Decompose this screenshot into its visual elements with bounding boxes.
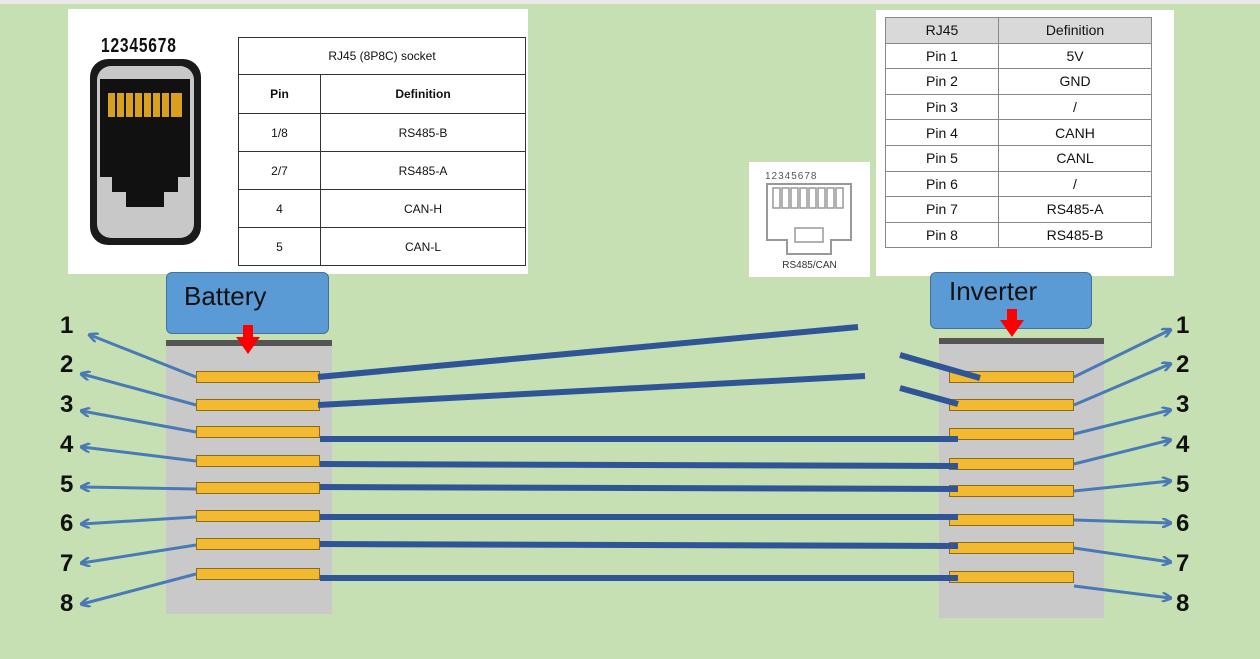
port-label: RS485/CAN (782, 260, 837, 271)
left-pin-number: 8 (60, 590, 74, 617)
inverter-label-box: Inverter (930, 272, 1092, 329)
cell-definition: RS485-B (320, 113, 526, 152)
left-arrow-3 (82, 411, 197, 434)
wire-2-stub-right (899, 385, 959, 407)
right-arrow-6 (1073, 520, 1170, 523)
right-pin-number: 3 (1176, 391, 1190, 418)
cell-pin: 5 (238, 227, 321, 266)
table-caption: RJ45 (8P8C) socket (238, 37, 526, 75)
left-pin-number: 5 (60, 471, 74, 498)
cell-definition: CAN-L (320, 227, 526, 266)
battery-contact-8 (196, 568, 320, 580)
port-pin-numbers: 12345678 (765, 171, 818, 182)
battery-contact-3 (196, 426, 320, 438)
rj45-port-icon (766, 183, 852, 255)
inverter-marker-icon (1000, 309, 1024, 337)
table-row: 4 CAN-H (238, 189, 526, 228)
battery-rj45-panel: 12345678 RJ45 (8P8C) socket Pin Definiti… (68, 9, 528, 274)
battery-label-box: Battery (166, 272, 329, 334)
right-pin-number: 6 (1176, 510, 1190, 537)
header-definition: Definition (998, 17, 1152, 44)
wire-4 (319, 461, 959, 469)
right-arrow-2 (1073, 364, 1170, 407)
right-pin-number: 2 (1176, 351, 1190, 378)
rj45-socket-icon (90, 59, 201, 245)
jack-pin-numbers: 12345678 (101, 35, 177, 57)
right-arrow-1 (1073, 330, 1170, 379)
wire-2-stub-left (317, 373, 866, 408)
battery-pin-table: RJ45 (8P8C) socket Pin Definition 1/8 RS… (238, 37, 526, 266)
cell-definition: RS485-A (998, 196, 1152, 223)
cell-pin: Pin 8 (885, 221, 999, 249)
right-pin-number: 8 (1176, 590, 1190, 617)
inverter-label: Inverter (949, 276, 1038, 306)
left-pin-number: 3 (60, 391, 74, 418)
table-row: 1/8 RS485-B (238, 113, 526, 152)
table-row: 5 CAN-L (238, 227, 526, 266)
inverter-contact-3 (949, 428, 1074, 440)
right-arrow-3 (1073, 410, 1170, 436)
cell-pin: Pin 5 (885, 144, 999, 172)
cell-pin: 1/8 (238, 113, 321, 152)
left-arrow-2 (82, 374, 197, 407)
cell-definition: RS485-B (998, 221, 1152, 249)
battery-label: Battery (184, 281, 267, 311)
left-pin-number: 1 (60, 312, 74, 339)
left-arrow-6 (82, 515, 197, 524)
inverter-contact-1 (949, 371, 1074, 383)
right-pin-number: 4 (1176, 431, 1190, 458)
table-row: 2/7 RS485-A (238, 151, 526, 190)
right-arrow-5 (1073, 481, 1170, 493)
left-arrow-8 (82, 572, 197, 604)
battery-contact-5 (196, 482, 320, 494)
left-arrow-1 (90, 335, 197, 379)
left-pin-number: 4 (60, 431, 74, 458)
inverter-connector-block (939, 338, 1104, 618)
right-arrow-7 (1073, 546, 1170, 562)
cell-definition: RS485-A (320, 151, 526, 190)
battery-connector-block (166, 340, 332, 614)
right-arrow-4 (1073, 440, 1170, 466)
cell-definition: CANL (998, 144, 1152, 172)
top-strip (0, 0, 1260, 4)
cell-pin: 2/7 (238, 151, 321, 190)
rs485-can-port-panel: 12345678 RS485/CAN (749, 162, 870, 277)
cell-definition: CAN-H (320, 189, 526, 228)
left-pin-number: 7 (60, 550, 74, 577)
wire-1-stub-right (899, 352, 981, 381)
wire-5 (319, 484, 959, 492)
right-arrow-8 (1073, 584, 1170, 598)
wire-1-stub-left (317, 324, 859, 380)
battery-marker-icon (236, 325, 260, 354)
left-pin-number: 6 (60, 510, 74, 537)
cell-definition: 5V (998, 42, 1152, 70)
right-pin-number: 1 (1176, 312, 1190, 339)
battery-contact-4 (196, 455, 320, 467)
cell-pin: Pin 7 (885, 196, 999, 223)
left-arrow-7 (82, 543, 197, 563)
inverter-contact-2 (949, 399, 1074, 411)
cell-definition: GND (998, 68, 1152, 95)
right-pin-number: 7 (1176, 550, 1190, 577)
left-arrow-4 (82, 447, 197, 463)
block-edge (939, 338, 1104, 344)
right-pin-number: 5 (1176, 471, 1190, 498)
battery-contact-7 (196, 538, 320, 550)
wire-7 (319, 541, 959, 549)
table-row: Pin 6/ (885, 170, 1152, 198)
left-pin-number: 2 (60, 351, 74, 378)
left-arrow-5 (82, 487, 197, 489)
battery-contact-6 (196, 510, 320, 522)
cell-definition: CANH (998, 119, 1152, 146)
